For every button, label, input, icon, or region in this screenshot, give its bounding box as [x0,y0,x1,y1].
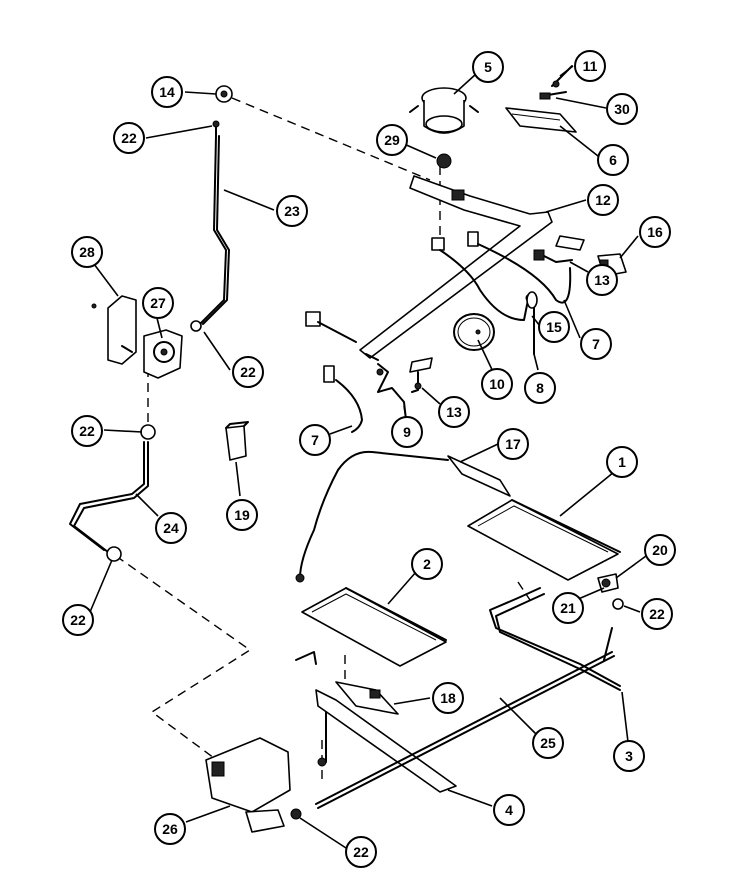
callout-2: 2 [411,548,443,580]
callout-22: 22 [113,122,145,154]
svg-text:30: 30 [614,101,630,117]
svg-text:22: 22 [649,606,665,622]
callout-14: 14 [151,76,183,108]
svg-text:28: 28 [79,244,95,260]
part-11-30-6-switch [505,65,577,133]
callout-29: 29 [376,124,408,156]
callout-13: 13 [586,264,618,296]
svg-text:2: 2 [423,556,431,572]
part-19-cap [225,421,249,461]
callout-1: 1 [606,446,638,478]
callout-16: 16 [639,216,671,248]
callout-9: 9 [391,416,423,448]
part-28-bracket [91,295,137,365]
part-10-ring [453,313,495,351]
svg-text:6: 6 [609,152,617,168]
svg-text:22: 22 [70,612,86,628]
callout-18: 18 [432,682,464,714]
callout-20: 20 [644,534,676,566]
part-15-8-probe [526,291,538,355]
callout-25: 25 [532,727,564,759]
part-26-regulator [205,737,302,833]
svg-text:23: 23 [284,203,300,219]
callout-4: 4 [493,794,525,826]
callout-6: 6 [597,144,629,176]
part-23-tube [190,120,230,332]
svg-text:20: 20 [652,542,668,558]
callouts: 5 11 14 30 22 29 6 12 23 16 28 27 13 15 … [62,50,676,868]
svg-text:27: 27 [150,295,166,311]
svg-text:22: 22 [240,364,256,380]
callout-21: 21 [552,592,584,624]
callout-10: 10 [481,368,513,400]
part-14-fitting [215,85,233,103]
callout-22: 22 [641,598,673,630]
part-17-thermocouple [295,450,511,583]
svg-text:17: 17 [505,436,521,452]
part-9-13-7-lower [335,357,433,433]
callout-11: 11 [574,50,606,82]
part-4-tube [315,689,457,793]
part-12-manifold [359,175,553,361]
svg-text:18: 18 [440,690,456,706]
callout-22: 22 [62,604,94,636]
callout-26: 26 [154,813,186,845]
callout-22: 22 [232,356,264,388]
svg-text:11: 11 [583,58,598,74]
svg-text:29: 29 [384,132,400,148]
svg-text:9: 9 [403,424,411,440]
svg-text:22: 22 [79,423,95,439]
svg-text:5: 5 [484,59,492,75]
callout-15: 15 [538,311,570,343]
callout-12: 12 [587,184,619,216]
callout-5: 5 [472,51,504,83]
svg-text:21: 21 [560,600,576,616]
svg-text:22: 22 [353,844,369,860]
part-2-burner [301,587,447,667]
part-25-tube [315,651,615,809]
svg-text:4: 4 [505,802,513,818]
part-manifold-valves [305,231,479,383]
callout-24: 24 [155,512,187,544]
callout-7: 7 [580,328,612,360]
callout-23: 23 [276,195,308,227]
callout-13: 13 [438,396,470,428]
svg-text:19: 19 [234,507,250,523]
svg-text:16: 16 [647,224,663,240]
callout-19: 19 [226,499,258,531]
part-5-valve-head [409,87,479,169]
svg-text:7: 7 [311,432,319,448]
callout-28: 28 [71,236,103,268]
part-18-igniter [295,651,399,715]
svg-text:25: 25 [540,735,556,751]
svg-text:26: 26 [162,821,178,837]
part-13-igniter-upper [533,235,585,263]
callout-7: 7 [299,424,331,456]
svg-text:22: 22 [121,130,137,146]
svg-text:14: 14 [159,84,175,100]
callout-22: 22 [345,836,377,868]
callout-17: 17 [497,428,529,460]
part-1-burner [467,499,621,581]
svg-text:1: 1 [618,454,626,470]
svg-text:12: 12 [595,192,611,208]
callout-8: 8 [524,372,556,404]
callout-30: 30 [606,93,638,125]
callout-22: 22 [71,415,103,447]
svg-text:15: 15 [546,319,562,335]
svg-text:13: 13 [446,404,462,420]
part-24-tube [69,424,156,562]
callout-27: 27 [142,287,174,319]
svg-text:10: 10 [489,376,505,392]
callout-3: 3 [613,740,645,772]
part-27-thermostat [143,329,183,379]
svg-text:3: 3 [625,748,633,764]
svg-text:13: 13 [594,272,610,288]
part-20-21-orifice [597,573,624,610]
svg-text:7: 7 [592,336,600,352]
svg-text:8: 8 [536,380,544,396]
callout-leaders [89,65,647,849]
svg-text:24: 24 [163,520,179,536]
